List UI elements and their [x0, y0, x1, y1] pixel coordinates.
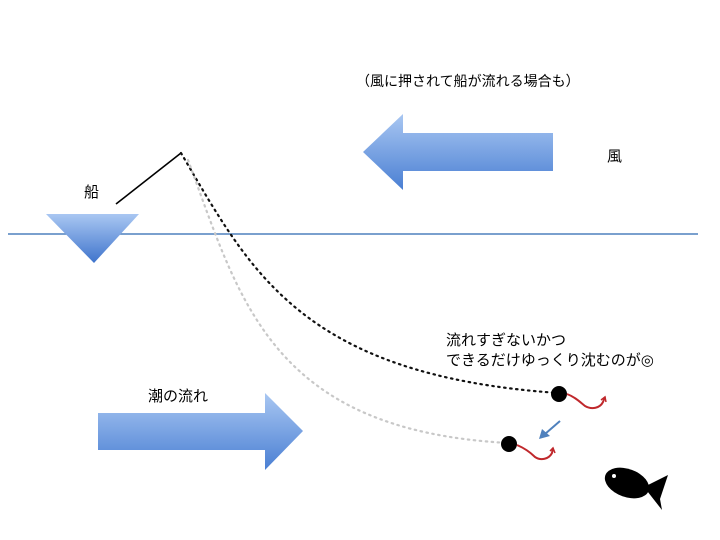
sinker-icon — [551, 386, 567, 402]
fishing-line-drifted — [186, 158, 510, 445]
boat-icon — [46, 214, 139, 263]
flow-note-line1: 流れすぎないかつ — [446, 331, 567, 349]
fishing-rod — [115, 152, 182, 205]
current-label: 潮の流れ — [148, 387, 209, 405]
fishing-line-ideal — [179, 151, 560, 395]
boat-label: 船 — [84, 183, 100, 201]
sink-arrow-head — [539, 429, 550, 439]
hook-icon — [566, 393, 606, 410]
sink-arrow — [544, 420, 561, 435]
hook-barb — [600, 395, 607, 403]
flow-note: 流れすぎないかつ できるだけゆっくり沈むのが◎ — [446, 330, 654, 370]
wind-label: 風 — [607, 147, 623, 165]
wind-arrow — [363, 114, 553, 190]
sinker-icon — [501, 436, 517, 452]
current-arrow — [98, 393, 303, 470]
wind-note: （風に押されて船が流れる場合も） — [356, 74, 580, 90]
flow-note-line2: できるだけゆっくり沈むのが◎ — [446, 351, 654, 369]
hook-icon — [516, 444, 554, 461]
fish-icon — [604, 467, 668, 510]
hook-barb — [549, 446, 556, 454]
